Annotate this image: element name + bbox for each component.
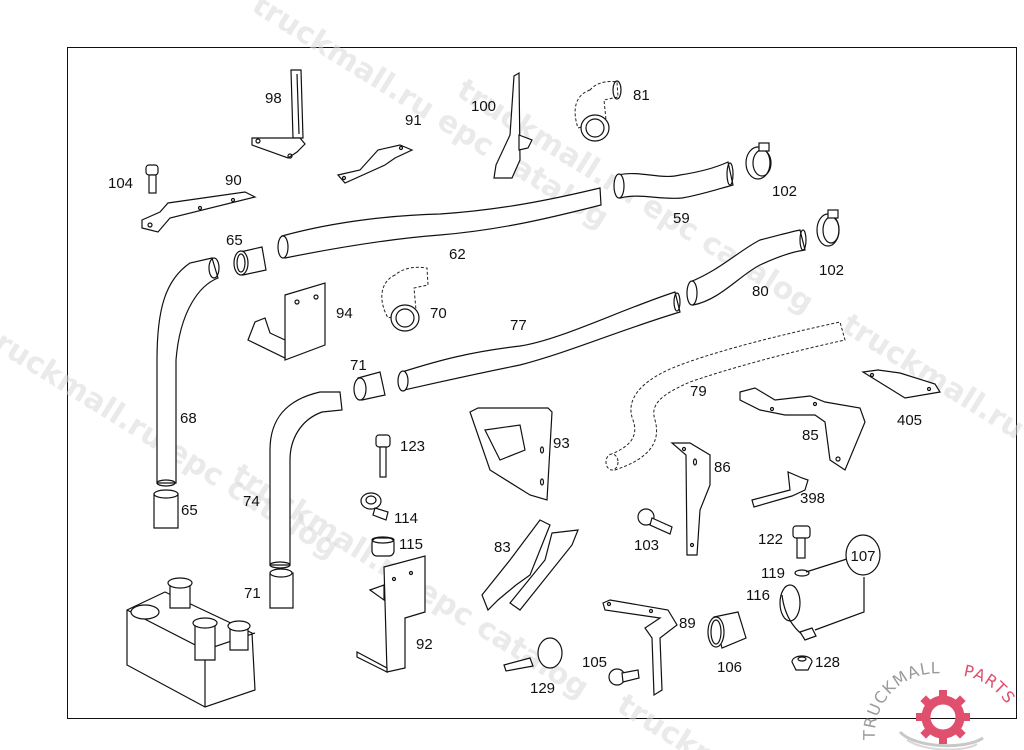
label-405: 405 [897,412,922,429]
part-83-bracket[interactable] [481,519,579,612]
part-115-spacer[interactable] [371,536,395,557]
part-94-bracket[interactable] [247,282,326,361]
label-102: 102 [819,262,844,279]
part-104-bolt[interactable] [145,164,159,194]
part-74-pipe[interactable] [269,391,343,569]
part-102-hose-clamp[interactable] [816,209,840,247]
label-114: 114 [394,510,418,527]
part-77-hose[interactable] [397,291,681,392]
label-94: 94 [336,305,353,322]
label-90: 90 [225,172,242,189]
part-398-bracket[interactable] [751,471,809,508]
label-93: 93 [553,435,570,452]
label-77: 77 [510,317,527,334]
label-115: 115 [399,536,423,553]
label-71: 71 [244,585,261,602]
label-98: 98 [265,90,282,107]
label-79: 79 [690,383,707,400]
part-85-bracket[interactable] [739,387,866,471]
label-80: 80 [752,283,769,300]
part-114-pipe-clip[interactable] [360,492,389,521]
part-71-sleeve[interactable] [269,568,294,609]
part-119-washer[interactable] [794,569,810,577]
part-103-bolt[interactable] [637,508,673,535]
part-89-bracket[interactable] [602,599,678,697]
label-129: 129 [530,680,555,697]
label-119: 119 [761,565,785,582]
label-104: 104 [108,175,133,192]
part-106-sleeve[interactable] [707,611,747,649]
label-398: 398 [800,490,825,507]
label-106: 106 [717,659,742,676]
callout-107[interactable]: 107 [805,534,881,631]
part-81-elbow-hose[interactable] [574,80,622,142]
label-83: 83 [494,539,511,556]
logo-swoosh [898,730,984,748]
part-92-bracket[interactable] [356,555,426,673]
part-116-clamp[interactable] [779,584,817,641]
label-92: 92 [416,636,433,653]
label-91: 91 [405,112,422,129]
diagram-frame [67,47,1017,719]
part-91-strap[interactable] [336,144,414,184]
label-74: 74 [243,493,260,510]
label-59: 59 [673,210,690,227]
label-103: 103 [634,537,659,554]
label-81: 81 [633,87,650,104]
part-102-hose-clamp[interactable] [745,142,772,180]
logo-text-right: PARTS [962,662,1019,707]
part-71-sleeve[interactable] [353,371,386,401]
part-79-hose[interactable] [605,321,846,471]
label-68: 68 [180,410,197,427]
logo-swoosh [906,739,978,750]
label-65: 65 [226,232,243,249]
part-70-elbow-hose[interactable] [381,266,429,332]
part-100-bracket[interactable] [493,71,533,179]
label-65: 65 [181,502,198,519]
part-128-nut[interactable] [791,655,813,671]
callout-107-label: 107 [850,548,875,565]
watermark-text: truckmall.ru epc catalog [836,307,1024,556]
label-128: 128 [815,654,840,671]
part-62-hose[interactable] [277,187,602,259]
part-59-hose[interactable] [613,161,734,199]
label-70: 70 [430,305,447,322]
part-labels: 98 104 90 91 100 81 102 102 59 65 62 80 … [108,87,922,697]
label-122: 122 [758,531,783,548]
label-123: 123 [400,438,425,455]
label-62: 62 [449,246,466,263]
part-86-bracket[interactable] [670,442,711,556]
oil-cooler-housing[interactable] [126,577,256,708]
part-65-sleeve[interactable] [153,489,179,529]
truckmallparts-logo: TRUCKMALL PARTS [860,662,1019,750]
label-71: 71 [350,357,367,374]
part-90-strap[interactable] [141,191,257,233]
part-93-bracket[interactable] [469,407,553,501]
label-85: 85 [802,427,819,444]
part-68-pipe[interactable] [156,257,220,487]
label-116: 116 [746,587,770,604]
part-80-hose[interactable] [686,229,807,306]
label-86: 86 [714,459,731,476]
label-89: 89 [679,615,696,632]
label-102: 102 [772,183,797,200]
part-405-plate[interactable] [861,369,941,399]
part-122-bolt[interactable] [792,525,811,559]
label-105: 105 [582,654,607,671]
part-105-bolt[interactable] [608,668,640,686]
label-100: 100 [471,98,496,115]
part-98-bracket[interactable] [251,69,306,159]
gear-icon [916,690,970,744]
part-129-cable-tie[interactable] [503,637,563,672]
part-123-bolt[interactable] [375,434,391,478]
part-65-sleeve[interactable] [233,246,267,276]
